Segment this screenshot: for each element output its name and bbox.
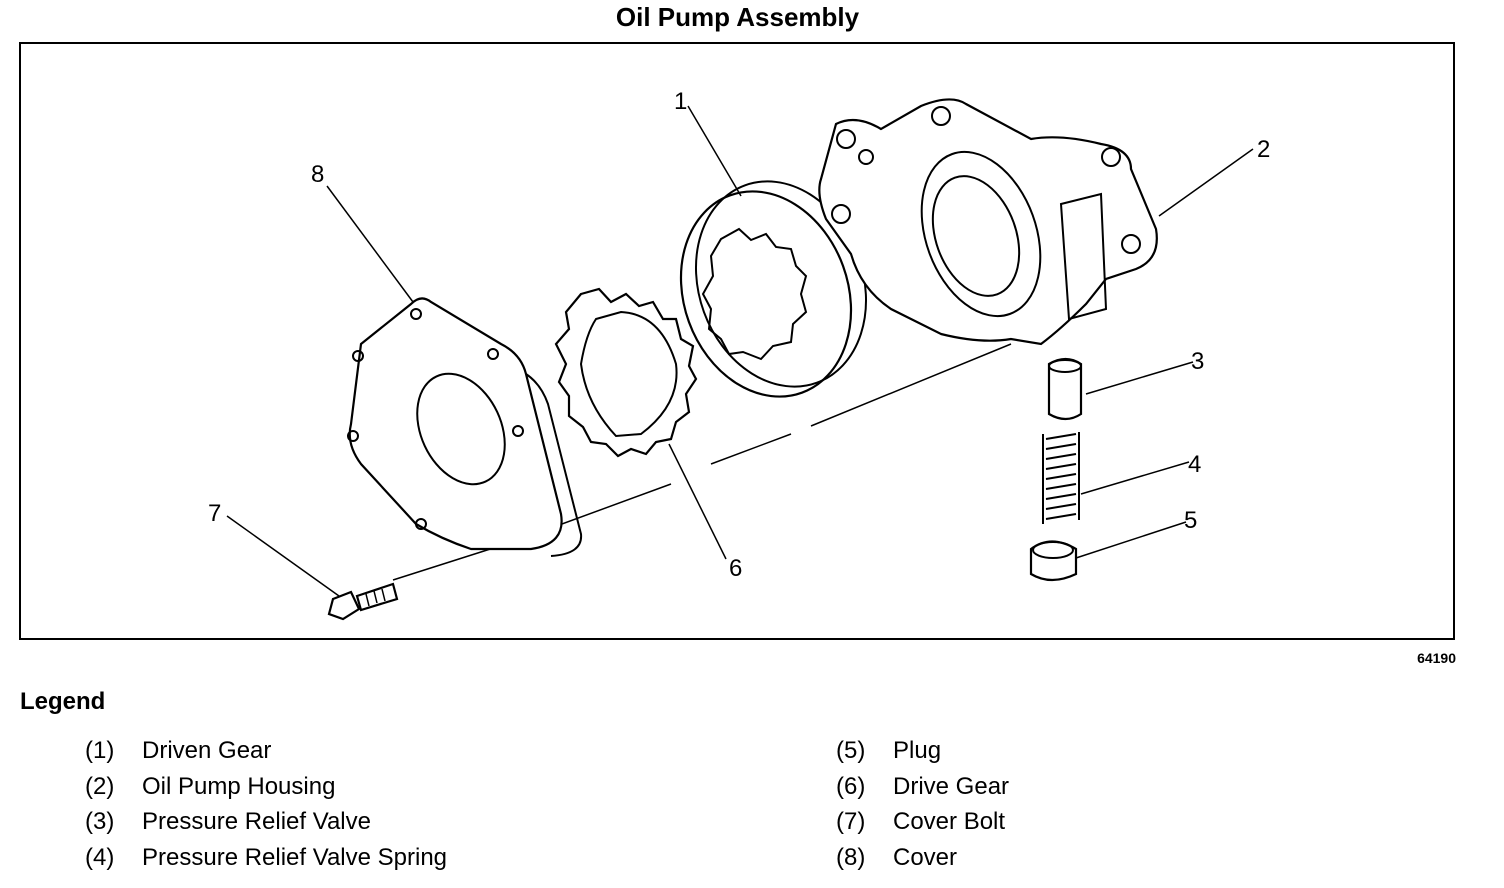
legend-item: (7) Cover Bolt: [836, 808, 1009, 844]
legend-column-left: (1) Driven Gear (2) Oil Pump Housing (3) Pr…: [85, 737, 447, 879]
legend-item: (2) Oil Pump Housing: [85, 773, 447, 809]
legend-item: (4) Pressure Relief Valve Spring: [85, 844, 447, 880]
legend-item-label: Pressure Relief Valve: [142, 808, 371, 835]
leader-2: [1158, 148, 1254, 217]
exploded-view-frame: 1 2 3 4 5 6 7 8: [19, 42, 1455, 640]
legend-item-label: Cover: [893, 843, 958, 871]
callout-1: 1: [674, 88, 687, 115]
leader-8: [326, 185, 414, 303]
callout-5: 5: [1184, 507, 1197, 534]
drive-gear-part: [554, 287, 698, 458]
legend-item-number: (3): [85, 808, 115, 835]
leader-7: [226, 515, 340, 597]
leader-3: [1085, 361, 1194, 395]
plug-part: [1029, 540, 1078, 582]
leader-4: [1080, 461, 1190, 495]
leader-6: [668, 443, 727, 560]
legend-item-label: Driven Gear: [142, 737, 272, 764]
callout-4: 4: [1188, 451, 1201, 478]
legend-item-number: (5): [836, 737, 866, 764]
legend-item-label: Drive Gear: [893, 772, 1010, 800]
leader-5: [1075, 521, 1187, 559]
cover-part: [347, 297, 583, 557]
leader-1: [687, 105, 742, 197]
legend-item-label: Plug: [893, 737, 942, 764]
legend-item: (8) Cover: [836, 844, 1009, 880]
legend-item-label: Cover Bolt: [893, 808, 1006, 835]
legend-item-number: (1): [85, 737, 115, 764]
legend-item-label: Oil Pump Housing: [142, 772, 336, 800]
legend-item: (5) Plug: [836, 737, 1009, 773]
exploded-view-drawing: 1 2 3 4 5 6 7 8: [208, 88, 1270, 621]
callout-8: 8: [311, 161, 324, 188]
legend-item: (1) Driven Gear: [85, 737, 447, 773]
figure-id: 64190: [1417, 650, 1456, 666]
housing-part: [818, 98, 1158, 346]
assembly-axis: [392, 343, 1012, 581]
cover-bolt-part: [327, 582, 399, 621]
diagram-title: Oil Pump Assembly: [615, 2, 860, 32]
legend-item-number: (2): [85, 772, 115, 800]
callout-6: 6: [729, 555, 742, 582]
legend-item-number: (6): [836, 772, 866, 800]
legend-item-number: (4): [85, 843, 115, 871]
legend-item: (6) Drive Gear: [836, 773, 1009, 809]
callout-7: 7: [208, 500, 221, 527]
legend-column-right: (5) Plug (6) Drive Gear (7) Cover Bolt (8) C…: [836, 737, 1009, 879]
legend-title: Legend: [20, 688, 106, 715]
relief-valve-part: [1047, 357, 1083, 421]
legend-item-label: Pressure Relief Valve Spring: [142, 843, 448, 871]
relief-spring-part: [1042, 432, 1080, 524]
callout-2: 2: [1257, 136, 1270, 163]
legend-item-number: (7): [836, 808, 866, 835]
callout-3: 3: [1191, 348, 1204, 375]
legend-item-number: (8): [836, 843, 866, 871]
legend-item: (3) Pressure Relief Valve: [85, 808, 447, 844]
driven-gear-part: [679, 180, 868, 398]
